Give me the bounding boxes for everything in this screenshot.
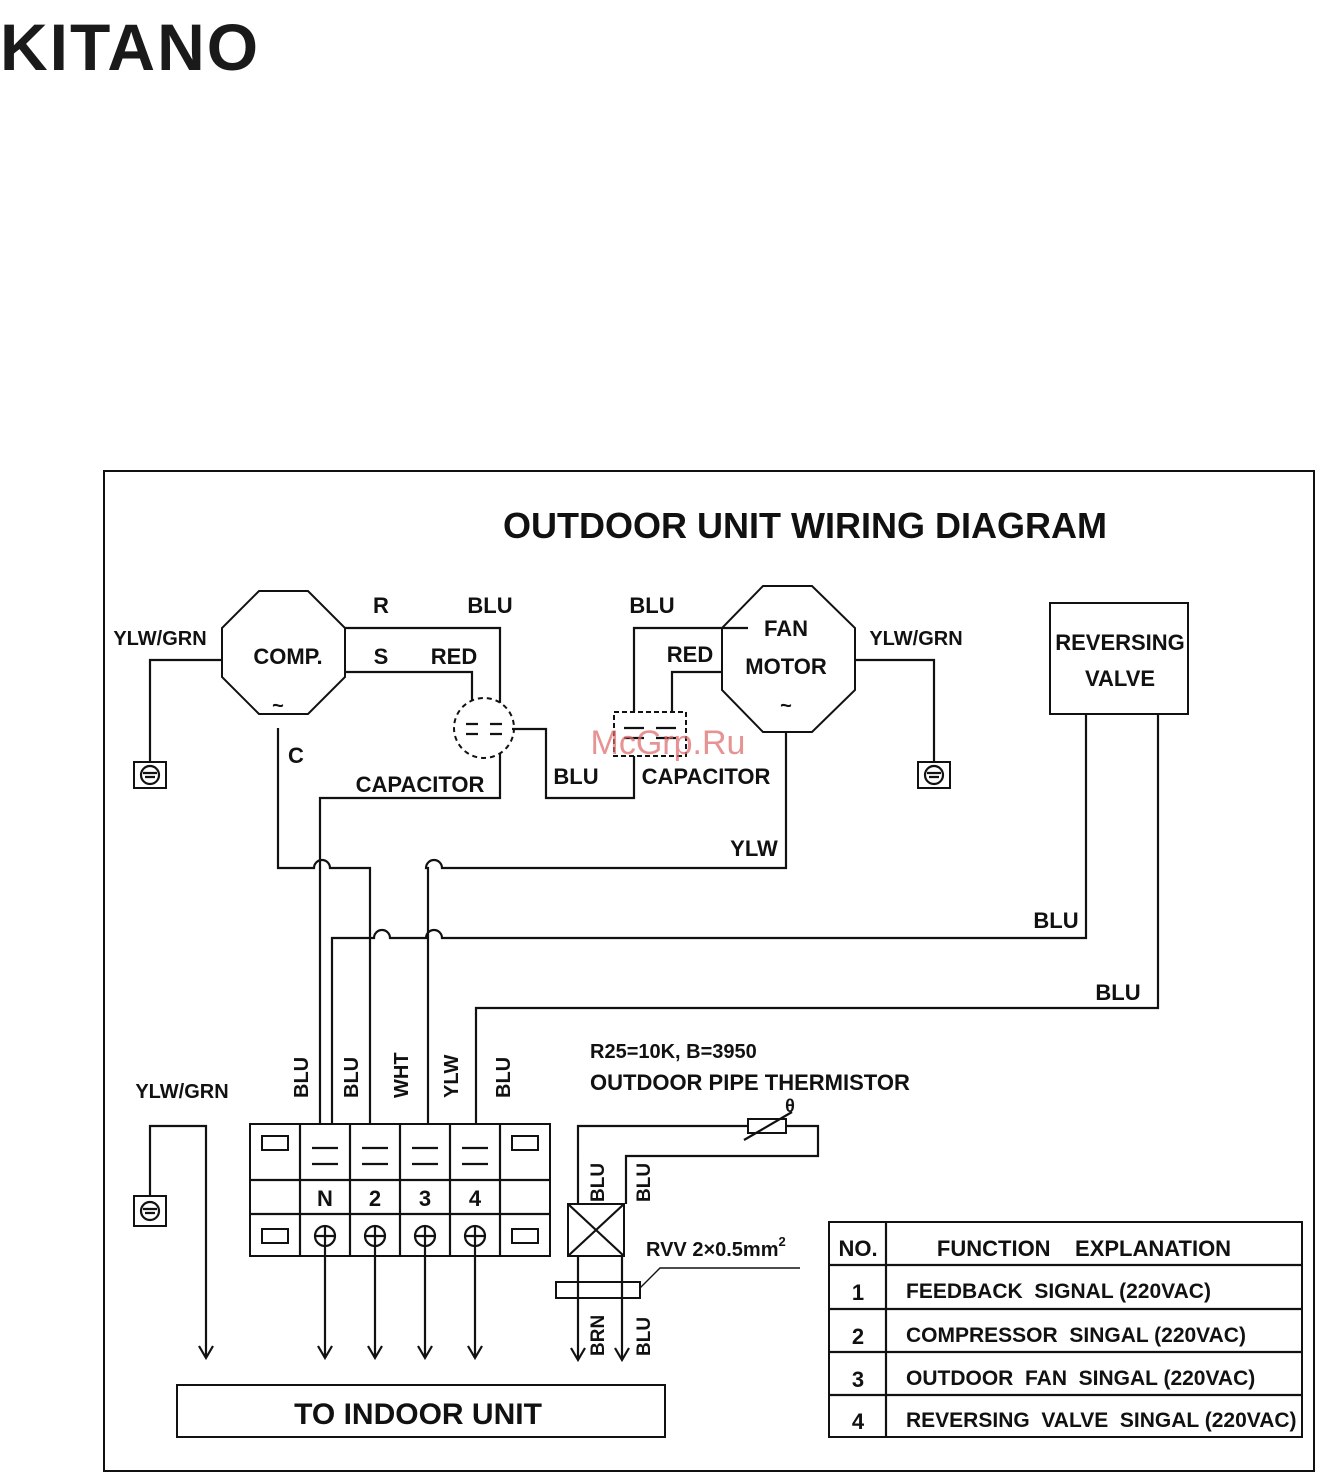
ground-icon-left-ring — [139, 764, 161, 786]
wire-label-blu-comp: BLU — [467, 593, 512, 618]
to-indoor-box — [176, 1384, 666, 1438]
watermark: McGrp.Ru — [591, 724, 746, 762]
table-row-text: FEEDBACK SIGNAL (220VAC) — [906, 1280, 1211, 1303]
terminal-c-label: C — [288, 743, 304, 768]
table-row: 1 FEEDBACK SIGNAL (220VAC) — [852, 1280, 1211, 1305]
table-row-no: 1 — [852, 1280, 864, 1305]
terminal-wire-label-1: BLU — [291, 1057, 313, 1098]
terminal-s-label: S — [374, 644, 389, 669]
wire-label-ylwgrn-bottom: YLW/GRN — [135, 1081, 228, 1103]
ground-icon-bottom — [133, 1195, 167, 1227]
terminal-number-4: 4 — [469, 1186, 482, 1211]
ground-icon-bottom-ring — [139, 1200, 161, 1222]
table-row-no: 3 — [852, 1367, 864, 1392]
capacitor-left-label: CAPACITOR — [356, 772, 485, 797]
compressor-ac-symbol: ~ — [272, 695, 284, 717]
thermistor-slash — [743, 1111, 793, 1141]
fan-motor-label-line1: FAN — [764, 616, 808, 641]
wire-ground-bottom — [148, 1124, 214, 1361]
table-row: 4 REVERSING VALVE SINGAL (220VAC) — [852, 1409, 1297, 1434]
wire-fan-ylw — [424, 732, 788, 1140]
table-header-function: FUNCTION EXPLANATION — [937, 1236, 1231, 1261]
wire-comp-r — [318, 626, 502, 1140]
thermistor-arrows — [570, 1256, 630, 1363]
wire-label-ylwgrn-left: YLW/GRN — [113, 628, 206, 650]
ground-icon-right-bars — [927, 771, 941, 779]
terminal-wire-label-3: WHT — [391, 1052, 413, 1098]
cable-sleeve — [555, 1281, 641, 1299]
capacitor-right-symbol — [613, 711, 687, 757]
ground-icon-right-ring — [923, 764, 945, 786]
wire-valve-blu-2 — [474, 714, 1160, 1140]
wire-comp-c — [276, 728, 372, 1140]
fan-motor-symbol — [721, 585, 856, 733]
terminal-number-2: 2 — [369, 1186, 381, 1211]
fan-motor-label-line2: MOTOR — [745, 654, 827, 679]
wire-thermistor — [576, 1124, 820, 1204]
function-table — [828, 1221, 1303, 1438]
capacitor-right-label: CAPACITOR — [642, 764, 771, 789]
table-header-no: NO. — [838, 1236, 877, 1261]
terminal-wire-label-4: YLW — [441, 1055, 463, 1098]
reversing-valve-label-line2: VALVE — [1085, 666, 1155, 691]
table-row-text: COMPRESSOR SINGAL (220VAC) — [906, 1324, 1246, 1347]
diagram-title: OUTDOOR UNIT WIRING DIAGRAM — [503, 505, 1107, 546]
thermistor-wire-label-2: BLU — [634, 1163, 655, 1202]
wire-comp-s — [345, 670, 474, 700]
cable-label-text: RVV 2×0.5mm — [646, 1239, 779, 1261]
wire-label-ylwgrn-right: YLW/GRN — [869, 628, 962, 650]
reversing-valve-symbol — [1049, 602, 1189, 715]
terminal-block — [249, 1123, 551, 1257]
bottom-wire-label-1: BRN — [588, 1315, 609, 1356]
thermistor-label: OUTDOOR PIPE THERMISTOR — [590, 1070, 910, 1095]
ground-icon-left-bars — [143, 771, 157, 779]
thermistor-spec: R25=10K, B=3950 — [590, 1041, 757, 1063]
capacitor-left-plates — [466, 722, 502, 736]
wire-comp-ground — [148, 658, 222, 762]
reversing-valve-label-line1: REVERSING — [1055, 630, 1185, 655]
to-indoor-label: TO INDOOR UNIT — [294, 1398, 542, 1431]
wire-fan-red — [670, 670, 722, 712]
wire-label-ylw-fan: YLW — [730, 836, 778, 861]
capacitor-left-symbol — [453, 697, 515, 759]
thermistor-connector-cross — [567, 1203, 625, 1257]
table-row: 2 COMPRESSOR SINGAL (220VAC) — [852, 1324, 1246, 1349]
wire-fan-ground — [855, 658, 936, 762]
terminal-wire-label-2: BLU — [341, 1057, 363, 1098]
compressor-label: COMP. — [253, 644, 322, 669]
cable-label: RVV 2×0.5mm2 — [646, 1234, 786, 1261]
wire-label-red-comp: RED — [431, 644, 477, 669]
wire-cap-link — [512, 712, 636, 800]
thermistor-theta: θ — [785, 1096, 795, 1116]
capacitor-right-plates — [624, 726, 676, 740]
cable-leader — [639, 1267, 800, 1289]
brand-logo-text: KITANO — [0, 12, 260, 76]
table-row-text: OUTDOOR FAN SINGAL (220VAC) — [906, 1367, 1255, 1390]
table-row-no: 4 — [852, 1409, 865, 1434]
wire-fan-blu — [632, 626, 748, 712]
fan-motor-ac-symbol: ~ — [780, 695, 792, 717]
wire-label-blu-valve-1: BLU — [1033, 908, 1078, 933]
brand-logo: KITANO — [0, 10, 310, 84]
ground-icon-bottom-bars — [143, 1207, 157, 1215]
wire-label-red-fan: RED — [667, 642, 713, 667]
terminal-wire-label-5: BLU — [493, 1057, 515, 1098]
wire-label-blu-valve-2: BLU — [1095, 980, 1140, 1005]
indoor-arrows — [317, 1246, 483, 1361]
bottom-wire-label-2: BLU — [634, 1317, 655, 1356]
table-row-no: 2 — [852, 1324, 864, 1349]
wire-label-blu-between-caps: BLU — [553, 764, 598, 789]
terminal-number-3: 3 — [419, 1186, 431, 1211]
table-row-text: REVERSING VALVE SINGAL (220VAC) — [906, 1409, 1297, 1432]
wire-valve-blu-1 — [330, 714, 1088, 1140]
table-row: 3 OUTDOOR FAN SINGAL (220VAC) — [852, 1367, 1255, 1392]
wire-label-blu-fan: BLU — [629, 593, 674, 618]
cable-label-sup: 2 — [779, 1234, 786, 1249]
thermistor-wire-label-1: BLU — [588, 1163, 609, 1202]
compressor-symbol — [221, 590, 346, 715]
terminal-r-label: R — [373, 593, 389, 618]
terminal-number-n: N — [317, 1186, 333, 1211]
